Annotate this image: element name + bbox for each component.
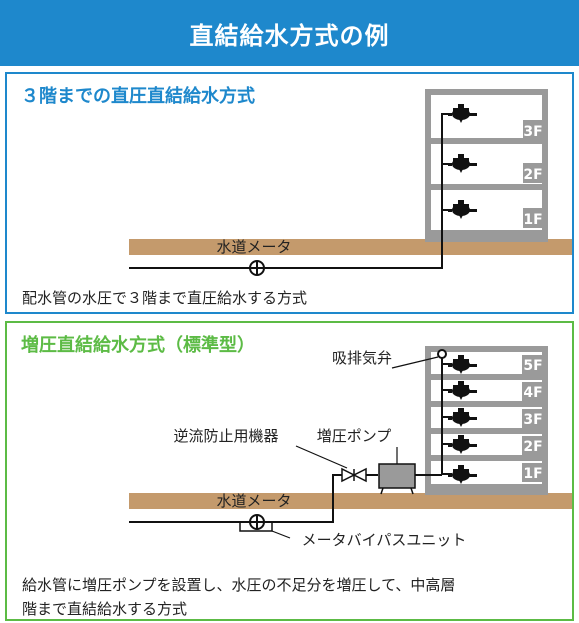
floor-label-5f: 5F [523, 358, 542, 374]
water-meter-label: 水道メータ [216, 238, 291, 256]
meter-bypass-label: メータバイパスユニット [302, 531, 467, 549]
building-foundation [425, 484, 548, 495]
page-header: 直結給水方式の例 [0, 0, 579, 66]
floor-label-1f: 1F [523, 212, 542, 228]
backflow-leader [295, 445, 348, 469]
floor-label-4f: 4F [523, 385, 542, 401]
page-title: 直結給水方式の例 [189, 21, 390, 50]
panel2-description-line1: 給水管に増圧ポンプを設置し、水圧の不足分を増圧して、中高層 [22, 576, 456, 594]
water-meter-label: 水道メータ [216, 492, 291, 510]
backflow-preventer-label: 逆流防止用機器 [173, 427, 278, 445]
floor-label-3f: 3F [523, 124, 542, 140]
building-foundation [425, 230, 548, 242]
floor-label-3f: 3F [523, 412, 542, 428]
backflow-preventer-icon [341, 467, 356, 483]
floor-label-box [523, 208, 544, 228]
floor-label-2f: 2F [523, 167, 542, 183]
bypass-leader [271, 530, 291, 539]
panel1-description: 配水管の水圧で３階まで直圧給水する方式 [22, 289, 308, 307]
ground-strip [129, 239, 572, 255]
floor-label-1f: 1F [523, 466, 542, 482]
panel2-title: 増圧直結給水方式（標準型） [21, 335, 255, 356]
air-valve-leader [391, 356, 439, 369]
floor-label-2f: 2F [523, 439, 542, 455]
air-valve-icon [437, 349, 447, 359]
floor-label-box [523, 163, 544, 183]
ground-strip [129, 493, 572, 509]
air-valve-label: 吸排気弁 [332, 349, 392, 367]
panel2-description-line2: 階まで直結給水する方式 [22, 600, 188, 618]
booster-pump-label: 増圧ポンプ [317, 427, 392, 445]
supply-pipe [129, 113, 452, 269]
meter-bypass-unit-icon [239, 522, 273, 532]
booster-pump-icon [378, 463, 416, 489]
floor-label-box [523, 120, 544, 140]
panel1-title: ３階までの直圧直結給水方式 [21, 86, 255, 107]
